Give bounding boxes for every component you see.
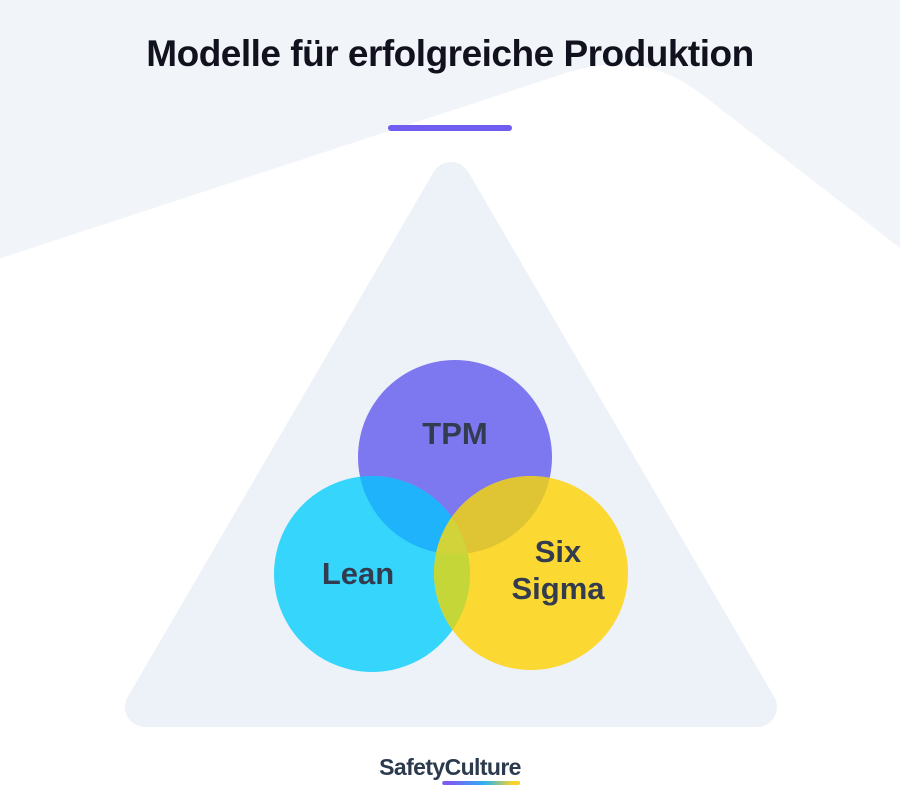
page-title: Modelle für erfolgreiche Produktion	[146, 33, 754, 74]
six-sigma-label-line1: Six	[535, 534, 582, 569]
overlap-tpm-sixsigma	[434, 476, 552, 554]
title-underline-accent	[388, 125, 512, 131]
lean-label: Lean	[322, 556, 394, 591]
overlap-tpm-lean	[358, 476, 470, 554]
six-sigma-label-line2: Sigma	[511, 571, 605, 606]
safetyculture-logo: SafetyCulture	[379, 756, 521, 785]
tpm-label: TPM	[422, 416, 487, 451]
logo-gradient-bar	[441, 781, 520, 785]
logo-wordmark: SafetyCulture	[379, 754, 521, 780]
